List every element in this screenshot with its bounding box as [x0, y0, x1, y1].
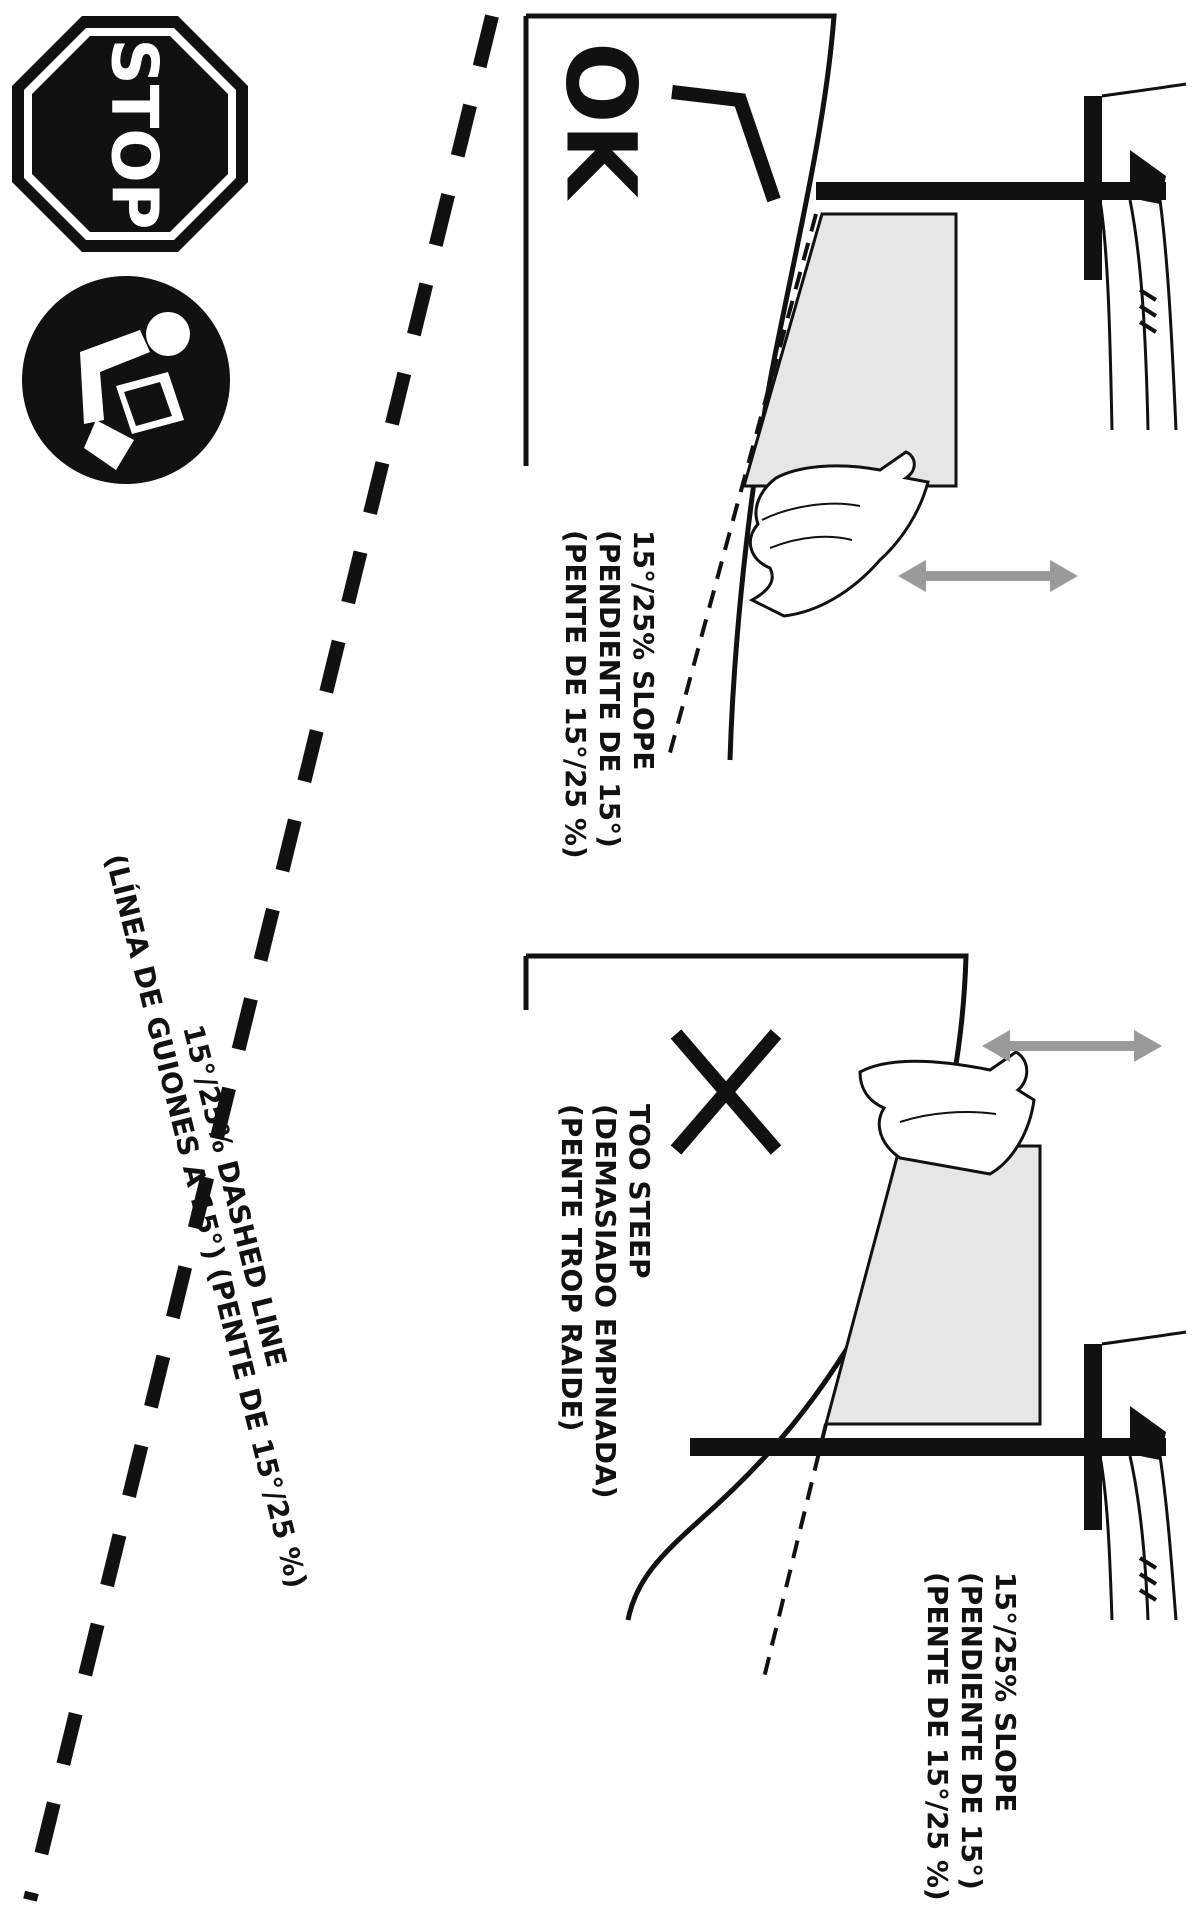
x-mark-icon	[670, 1029, 782, 1155]
stop-sign-icon: STOP	[12, 16, 248, 252]
read-manual-icon	[22, 276, 230, 484]
ok-badge: OK	[545, 42, 657, 202]
ok-panel: OK	[523, 13, 1187, 761]
reference-dashed-line	[23, 14, 499, 1902]
ok-slope-label-line3: (PENTE DE 15°/25 %)	[559, 530, 592, 859]
too-steep-motion-arrow	[982, 1030, 1162, 1062]
ok-slope-label-line2: (PENDIENTE DE 15°)	[593, 530, 626, 848]
too-steep-label-line2: (DEMASIADO EMPINADA)	[589, 1104, 622, 1499]
too-steep-slope-label-line2: (PENDIENTE DE 15°)	[955, 1572, 988, 1890]
too-steep-slope-label: 15°/25% SLOPE (PENDIENTE DE 15°) (PENTE …	[902, 1572, 1022, 1926]
ok-card	[742, 212, 958, 488]
ok-mower-handle	[816, 82, 1187, 431]
too-steep-panel	[523, 953, 1187, 1687]
checkmark-icon	[671, 85, 781, 203]
ok-slope-label: 15°/25% SLOPE (PENDIENTE DE 15°) (PENTE …	[540, 530, 660, 910]
too-steep-card	[824, 1144, 1042, 1426]
ok-motion-arrow	[898, 560, 1078, 592]
too-steep-slope-label-line3: (PENTE DE 15°/25 %)	[921, 1572, 954, 1901]
too-steep-mower-handle	[690, 1330, 1187, 1621]
ok-slope-label-line1: 15°/25% SLOPE	[627, 530, 660, 771]
too-steep-label-line3: (PENTE TROP RAIDE)	[555, 1104, 588, 1432]
too-steep-label-line1: TOO STEEP	[623, 1104, 656, 1279]
stop-sign-label: STOP	[96, 38, 170, 229]
too-steep-label: TOO STEEP (DEMASIADO EMPINADA) (PENTE TR…	[536, 1104, 656, 1544]
ok-hand	[748, 450, 930, 618]
too-steep-slope-label-line1: 15°/25% SLOPE	[989, 1572, 1022, 1813]
